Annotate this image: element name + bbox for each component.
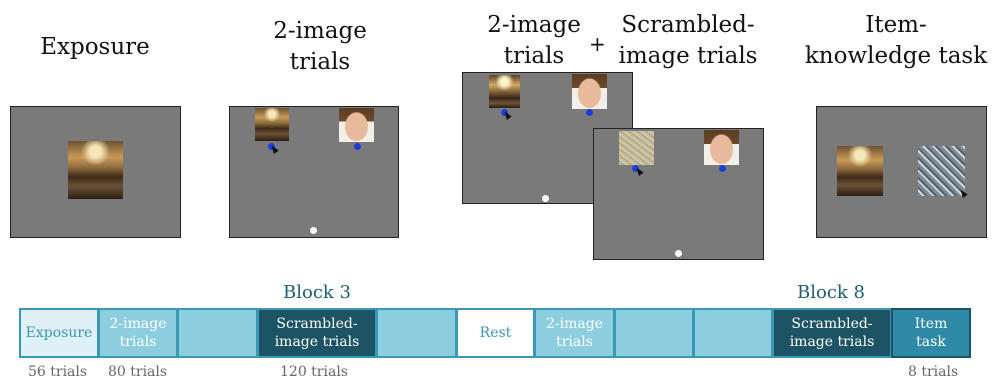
timeline-label: 2-image	[109, 316, 167, 332]
timeline-label: 2-image	[546, 316, 603, 332]
two-image-trial-count: 80 trials	[108, 364, 168, 380]
scrambled-image-screen	[593, 128, 764, 260]
scrambled-image	[619, 131, 654, 165]
item-knowledge-line1: Item-	[865, 12, 927, 38]
scene-image	[255, 108, 289, 141]
timeline-exposure: Exposure	[19, 308, 99, 358]
timeline-label: Rest	[479, 325, 512, 341]
face-image	[339, 108, 374, 142]
two-image-screen	[229, 106, 399, 238]
item-task-trial-count: 8 trials	[908, 364, 959, 380]
timeline-scrambled-block3: Scrambled-image trials	[257, 308, 377, 358]
staircase-image	[918, 146, 965, 196]
scene-image	[489, 75, 520, 108]
response-dot	[268, 143, 275, 150]
cursor-icon	[958, 188, 968, 198]
item-knowledge-screen	[816, 106, 987, 238]
exposure-screen	[10, 106, 181, 238]
item-knowledge-title: Item- knowledge task	[796, 10, 996, 72]
timeline-label: image trials	[789, 334, 875, 350]
response-dot	[354, 143, 361, 150]
timeline-two-image: 2-image trials	[98, 308, 178, 358]
timeline-two-image-2: 2-image trials	[534, 308, 615, 358]
two-image-title-line2: trials	[289, 49, 351, 75]
combined-right-line2: image trials	[618, 43, 758, 69]
timeline-scrambled-block8: Scrambled-image trials	[772, 308, 892, 358]
combined-right-line1: Scrambled-	[621, 12, 755, 38]
face-image	[572, 74, 607, 109]
exposure-title-text: Exposure	[40, 34, 150, 60]
cursor-icon	[269, 144, 279, 154]
response-dot	[586, 109, 593, 116]
timeline-block	[376, 308, 457, 358]
fixation-dot	[310, 227, 317, 234]
timeline-rest: Rest	[456, 308, 535, 358]
combined-left-title: 2-image trials	[464, 10, 604, 72]
timeline-label: Scrambled-	[791, 316, 873, 332]
timeline-label: task	[916, 334, 946, 350]
combined-right-title: Scrambled- image trials	[608, 10, 768, 72]
timeline-item-task: Item task	[891, 308, 971, 358]
exposure-title: Exposure	[20, 32, 170, 63]
scene-image	[68, 141, 123, 199]
two-image-title: 2-image trials	[240, 16, 400, 78]
fixation-dot	[542, 195, 549, 202]
two-image-title-line1: 2-image	[273, 18, 367, 44]
block3-trial-count: 120 trials	[280, 364, 348, 380]
scene-image	[837, 146, 883, 196]
block-3-label: Block 3	[283, 282, 351, 303]
timeline-label: Exposure	[25, 325, 93, 341]
timeline-label: image trials	[274, 334, 360, 350]
fixation-dot	[675, 250, 682, 257]
cursor-icon	[502, 110, 512, 120]
timeline-label: trials	[119, 334, 157, 350]
response-dot	[719, 165, 726, 172]
timeline-block	[693, 308, 773, 358]
timeline-label: trials	[556, 334, 593, 350]
block-8-label: Block 8	[797, 282, 865, 303]
timeline-block	[177, 308, 258, 358]
combined-left-line2: trials	[503, 43, 565, 69]
combined-left-line1: 2-image	[487, 12, 581, 38]
face-image	[704, 130, 739, 165]
cursor-icon	[634, 166, 644, 176]
timeline-label: Scrambled-	[276, 316, 358, 332]
plus-sign: +	[589, 32, 606, 56]
item-knowledge-line2: knowledge task	[804, 43, 988, 69]
response-dot	[501, 109, 508, 116]
exposure-trial-count: 56 trials	[28, 364, 88, 380]
timeline-block	[614, 308, 694, 358]
response-dot	[632, 165, 639, 172]
timeline-label: Item	[914, 316, 948, 332]
